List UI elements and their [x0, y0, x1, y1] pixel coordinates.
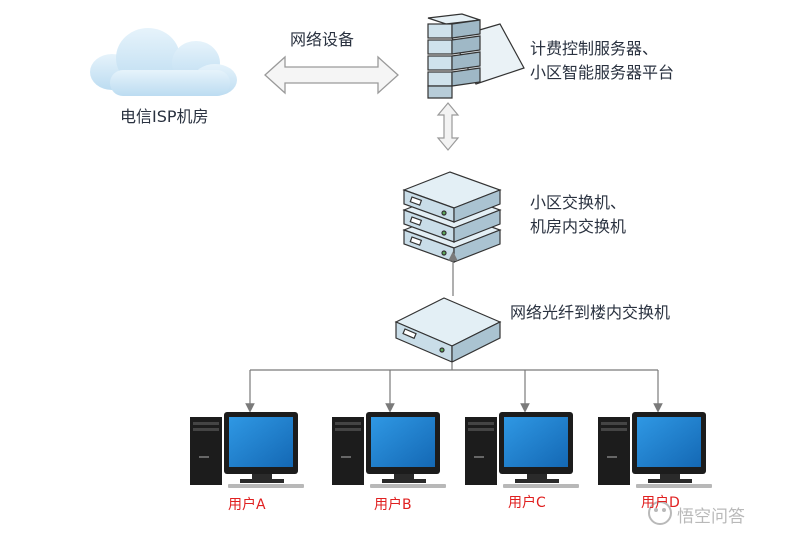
switch-label-line1: 小区交换机、	[530, 193, 627, 212]
desktop-computer-icon	[598, 412, 712, 488]
user-label-a: 用户A	[228, 497, 266, 513]
fiber-label: 网络光纤到楼内交换机	[510, 303, 671, 322]
switch-label-line2: 机房内交换机	[530, 217, 627, 236]
link-label: 网络设备	[290, 30, 355, 49]
desktop-computer-icon	[190, 412, 304, 488]
network-switch-icon	[394, 297, 502, 363]
desktop-computer-icon	[465, 412, 579, 488]
double-arrow-icon	[436, 102, 460, 151]
double-arrow-icon	[264, 55, 399, 95]
cloud-icon	[90, 28, 237, 96]
cloud-label: 电信ISP机房	[120, 107, 209, 126]
server-rack-icon	[427, 13, 525, 99]
computer-d	[598, 412, 712, 488]
user-label-c: 用户C	[508, 495, 546, 511]
desktop-computer-icon	[332, 412, 446, 488]
connection-lines	[245, 362, 663, 413]
computer-c	[465, 412, 579, 488]
server-label-line1: 计费控制服务器、	[530, 39, 659, 58]
user-label-b: 用户B	[374, 497, 412, 513]
computer-a	[190, 412, 304, 488]
network-switch-icon	[402, 171, 502, 263]
computer-b	[332, 412, 446, 488]
server-label-line2: 小区智能服务器平台	[530, 63, 675, 82]
watermark-logo-icon	[648, 501, 672, 525]
watermark-text: 悟空问答	[677, 507, 745, 527]
user-label-d: 用户D	[641, 495, 680, 511]
